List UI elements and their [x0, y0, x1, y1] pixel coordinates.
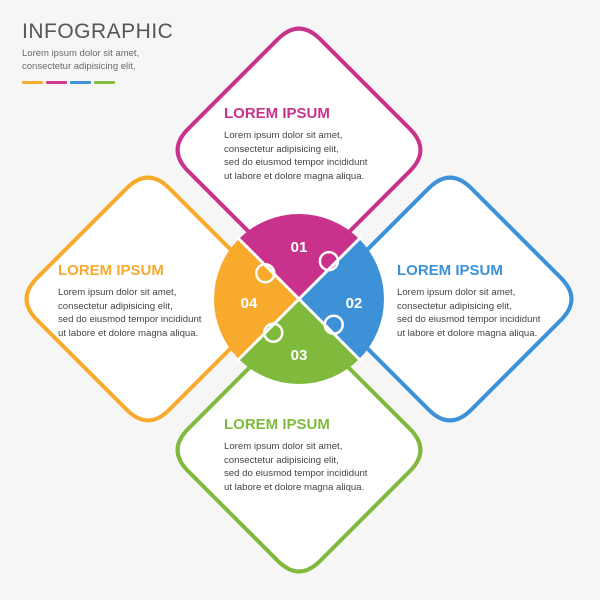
puzzle-seam [236, 297, 301, 362]
card-body: Lorem ipsum dolor sit amet, consectetur … [224, 129, 394, 183]
card-body-line: Lorem ipsum dolor sit amet, [397, 287, 516, 298]
puzzle-piece-01 [238, 214, 360, 299]
card-body-line: Lorem ipsum dolor sit amet, [58, 287, 177, 298]
card-body: Lorem ipsum dolor sit amet, consectetur … [397, 286, 567, 340]
card-body-line: sed do eiusmod tempor incididunt [397, 314, 541, 325]
card-frame-04 [24, 175, 272, 423]
page-subtitle: Lorem ipsum dolor sit amet, consectetur … [22, 48, 172, 73]
card-body-line: consectetur adipisicing elit, [397, 300, 512, 312]
puzzle-dividers [236, 236, 362, 362]
card-body-line: ut labore et dolore magna aliqua. [224, 170, 365, 182]
card-01-text: LOREM IPSUM Lorem ipsum dolor sit amet, … [224, 105, 394, 183]
puzzle-piece-03 [238, 299, 360, 384]
card-title: LOREM IPSUM [224, 105, 330, 122]
header: INFOGRAPHIC Lorem ipsum dolor sit amet, … [22, 20, 173, 84]
card-title: LOREM IPSUM [58, 262, 164, 279]
card-body-line: sed do eiusmod tempor incididunt [58, 314, 202, 325]
card-title: LOREM IPSUM [224, 416, 330, 433]
puzzle-seam [236, 236, 301, 301]
card-body-line: ut labore et dolore magna aliqua. [397, 327, 538, 339]
piece-number-02: 02 [346, 295, 363, 312]
card-body: Lorem ipsum dolor sit amet, consectetur … [58, 286, 228, 340]
piece-number-01: 01 [291, 239, 308, 256]
card-02-text: LOREM IPSUM Lorem ipsum dolor sit amet, … [397, 262, 567, 340]
puzzle-tab-02 [323, 314, 344, 335]
puzzle-seam [297, 236, 362, 301]
card-body-line: ut labore et dolore magna aliqua. [224, 481, 365, 493]
puzzle-seam [297, 297, 362, 362]
subtitle-line: consectetur adipisicing elit, [22, 60, 136, 72]
card-body-line: sed do eiusmod tempor incididunt [224, 468, 368, 479]
card-body: Lorem ipsum dolor sit amet, consectetur … [224, 440, 394, 494]
card-03-text: LOREM IPSUM Lorem ipsum dolor sit amet, … [224, 416, 394, 494]
card-body-line: Lorem ipsum dolor sit amet, [224, 130, 343, 141]
puzzle-circle [214, 214, 384, 384]
puzzle-piece-04 [214, 238, 299, 360]
accent-bar-green [94, 81, 115, 84]
piece-number-03: 03 [291, 347, 308, 364]
accent-bar-orange [22, 81, 43, 84]
subtitle-line: Lorem ipsum dolor sit amet, [22, 48, 140, 59]
card-body-line: sed do eiusmod tempor incididunt [224, 157, 368, 168]
puzzle-piece-02 [299, 238, 384, 360]
accent-bar-magenta [46, 81, 67, 84]
card-body-line: ut labore et dolore magna aliqua. [58, 327, 199, 339]
accent-bars [22, 81, 173, 84]
card-body-line: Lorem ipsum dolor sit amet, [224, 441, 343, 452]
card-body-line: consectetur adipisicing elit, [224, 143, 339, 155]
accent-bar-blue [70, 81, 91, 84]
card-04-text: LOREM IPSUM Lorem ipsum dolor sit amet, … [58, 262, 228, 340]
page-title: INFOGRAPHIC [22, 20, 174, 43]
piece-number-04: 04 [241, 295, 258, 312]
card-title: LOREM IPSUM [397, 262, 503, 279]
card-body-line: consectetur adipisicing elit, [224, 454, 339, 466]
card-body-line: consectetur adipisicing elit, [58, 300, 173, 312]
